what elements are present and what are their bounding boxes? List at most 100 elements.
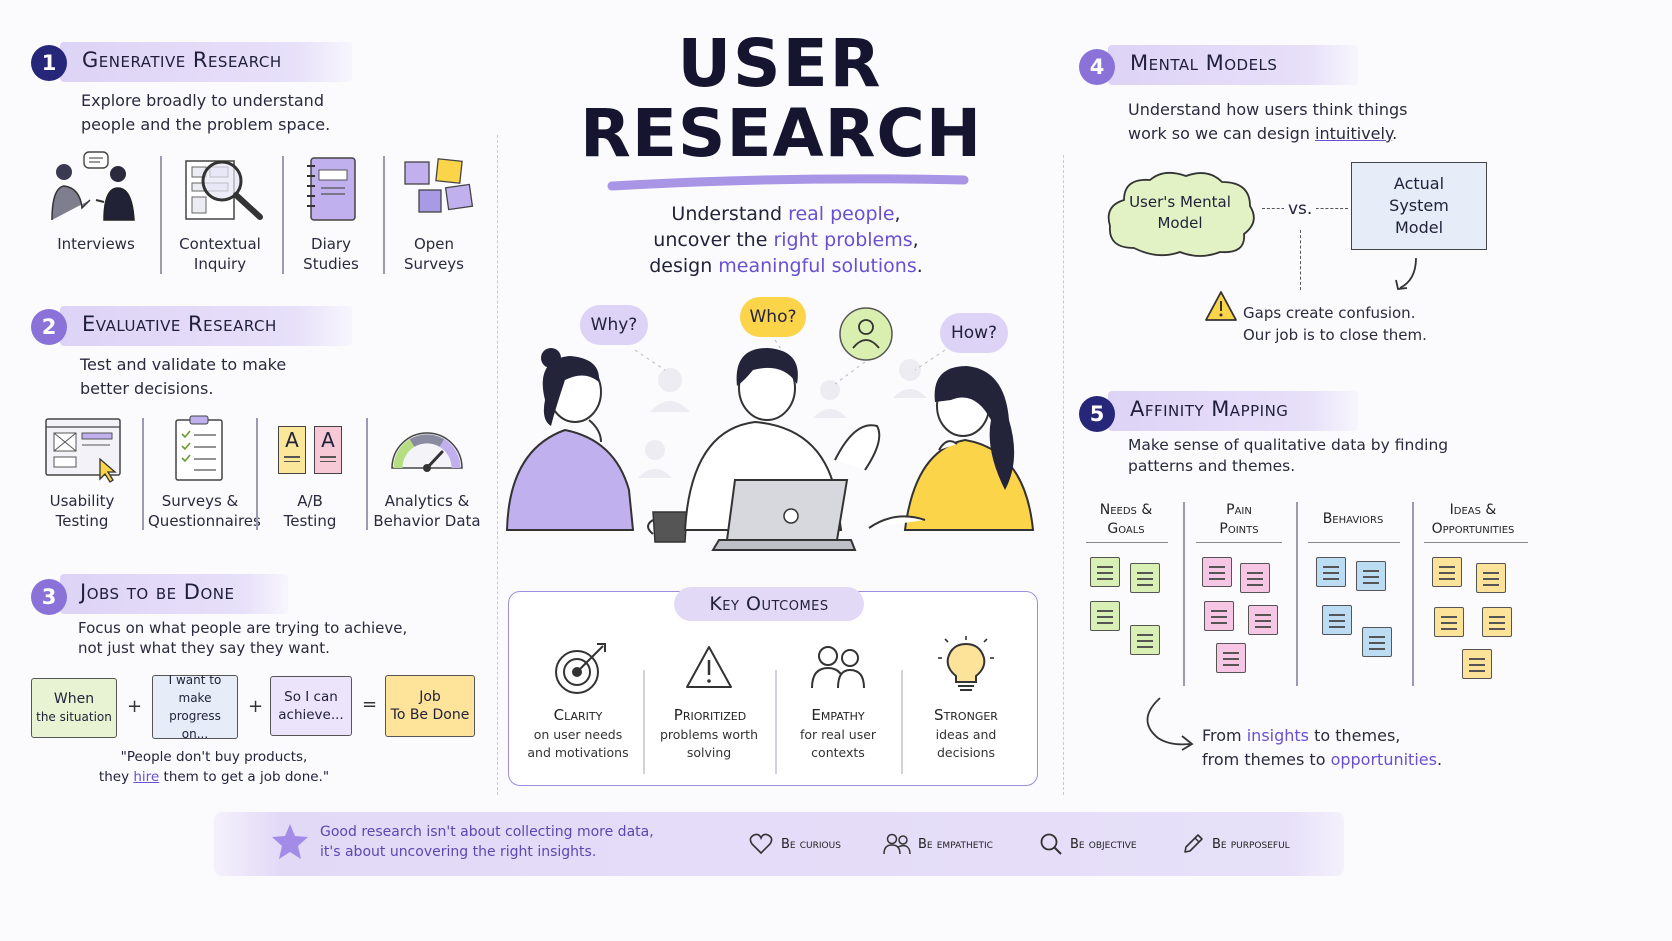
lightbulb-icon bbox=[938, 636, 994, 691]
section-band bbox=[60, 574, 288, 614]
people-icon bbox=[883, 833, 911, 855]
outcome-title: Clarity bbox=[553, 706, 603, 724]
sticky-note bbox=[1356, 561, 1386, 591]
section-title: Mental Models bbox=[1130, 51, 1278, 75]
title-line-1: USER bbox=[677, 25, 883, 102]
cloud-label: User's Mental Model bbox=[1129, 193, 1231, 232]
section-band bbox=[60, 306, 352, 346]
sticky-note bbox=[1322, 605, 1352, 635]
divider bbox=[901, 670, 903, 774]
divider bbox=[1412, 502, 1414, 686]
who-bubble: Who? bbox=[740, 297, 806, 337]
user-profile-icon bbox=[839, 307, 893, 361]
interviews-icon bbox=[51, 151, 135, 221]
method-label-open-surveys: Open Surveys bbox=[404, 235, 464, 273]
tagline: Understand real people, uncover the righ… bbox=[649, 203, 923, 277]
principle-label: Be curious bbox=[781, 837, 841, 852]
warning-icon bbox=[686, 646, 732, 688]
affinity-column-header: Needs & Goals bbox=[1099, 502, 1153, 537]
outcome-title: Prioritized bbox=[673, 706, 747, 724]
header-rule bbox=[1424, 542, 1528, 543]
vs-label: vs. bbox=[1284, 199, 1317, 219]
sticky-note bbox=[1090, 601, 1120, 631]
title-line-2: RESEARCH bbox=[580, 95, 983, 172]
header-rule bbox=[1308, 542, 1400, 543]
section-title: Evaluative Research bbox=[82, 312, 277, 336]
column-separator bbox=[497, 135, 498, 795]
section-title: Generative Research bbox=[82, 48, 282, 72]
affinity-footer: From insights to themes, from themes to … bbox=[1202, 726, 1443, 769]
method-label-interviews: Interviews bbox=[57, 235, 135, 253]
system-model-box: Actual System Model bbox=[1351, 162, 1487, 250]
divider bbox=[775, 670, 777, 774]
affinity-column-header: Ideas & Opportunities bbox=[1431, 502, 1515, 537]
target-icon bbox=[555, 643, 606, 694]
sticky-note bbox=[1130, 625, 1160, 655]
outcome-title: Empathy bbox=[811, 706, 865, 724]
clipboard-icon bbox=[175, 415, 223, 481]
footer-quote: Good research isn't about collecting mor… bbox=[320, 824, 654, 860]
pencil-icon bbox=[1184, 834, 1203, 853]
star-icon bbox=[272, 824, 308, 859]
section-band bbox=[1108, 45, 1358, 85]
curved-arrow-icon bbox=[1395, 257, 1417, 290]
sticky-note bbox=[1248, 605, 1278, 635]
method-label-surveys: Surveys & Questionnaires bbox=[148, 492, 261, 530]
section-description: Test and validate to make better decisio… bbox=[80, 355, 287, 398]
usability-window-icon bbox=[45, 418, 121, 483]
mental-model-cloud bbox=[1107, 171, 1255, 257]
plus-operator: + bbox=[127, 696, 143, 717]
divider bbox=[643, 670, 645, 774]
sticky-note bbox=[1316, 557, 1346, 587]
section-number: 2 bbox=[31, 309, 67, 345]
heart-icon bbox=[749, 833, 773, 855]
outcome-desc: on user needs and motivations bbox=[527, 727, 629, 760]
gap-connector bbox=[1300, 230, 1301, 290]
curved-arrow-icon bbox=[1146, 697, 1194, 751]
outcome-title: Stronger bbox=[934, 706, 998, 724]
variant-b-card: A bbox=[314, 426, 342, 474]
section-title: Jobs to be Done bbox=[80, 580, 235, 604]
principle-label: Be empathetic bbox=[918, 837, 993, 852]
method-label-contextual-inquiry: Contextual Inquiry bbox=[179, 235, 261, 273]
section-number: 4 bbox=[1079, 49, 1115, 85]
sticky-note bbox=[1216, 643, 1246, 673]
equals-operator: = bbox=[362, 694, 378, 715]
divider bbox=[383, 156, 385, 274]
plus-operator: + bbox=[248, 696, 264, 717]
section-description: Focus on what people are trying to achie… bbox=[78, 619, 408, 657]
how-bubble: How? bbox=[940, 313, 1008, 353]
divider bbox=[256, 418, 258, 530]
divider bbox=[1296, 502, 1298, 686]
why-bubble: Why? bbox=[580, 305, 648, 345]
title-underline bbox=[607, 174, 969, 191]
sticky-note bbox=[1476, 563, 1506, 593]
sticky-note bbox=[1240, 563, 1270, 593]
research-team-illustration bbox=[505, 339, 1035, 551]
section-band bbox=[60, 42, 352, 82]
section-number: 5 bbox=[1079, 396, 1115, 432]
sticky-note bbox=[1204, 601, 1234, 631]
sticky-note bbox=[1462, 649, 1492, 679]
section-description: Make sense of qualitative data by findin… bbox=[1128, 436, 1449, 475]
warning-icon bbox=[1205, 291, 1237, 321]
section-description: Understand how users think things work s… bbox=[1128, 100, 1408, 143]
divider bbox=[160, 156, 162, 274]
jtbd-quote: "People don't buy products, they hire th… bbox=[98, 749, 330, 785]
warning-text: Gaps create confusion. Our job is to clo… bbox=[1243, 304, 1427, 344]
sticky-note bbox=[1362, 627, 1392, 657]
section-description: Explore broadly to understand people and… bbox=[81, 91, 331, 134]
principle-label: Be purposeful bbox=[1212, 837, 1290, 852]
people-icon bbox=[811, 646, 865, 689]
sticky-note bbox=[1434, 607, 1464, 637]
sticky-note bbox=[1432, 557, 1462, 587]
sticky-note bbox=[1202, 557, 1232, 587]
method-label-ab-testing: A/B Testing bbox=[283, 492, 337, 530]
variant-a-card: A bbox=[278, 426, 306, 474]
section-title: Affinity Mapping bbox=[1130, 397, 1289, 421]
sticky-note bbox=[1130, 563, 1160, 593]
outcome-desc: ideas and decisions bbox=[935, 727, 997, 760]
